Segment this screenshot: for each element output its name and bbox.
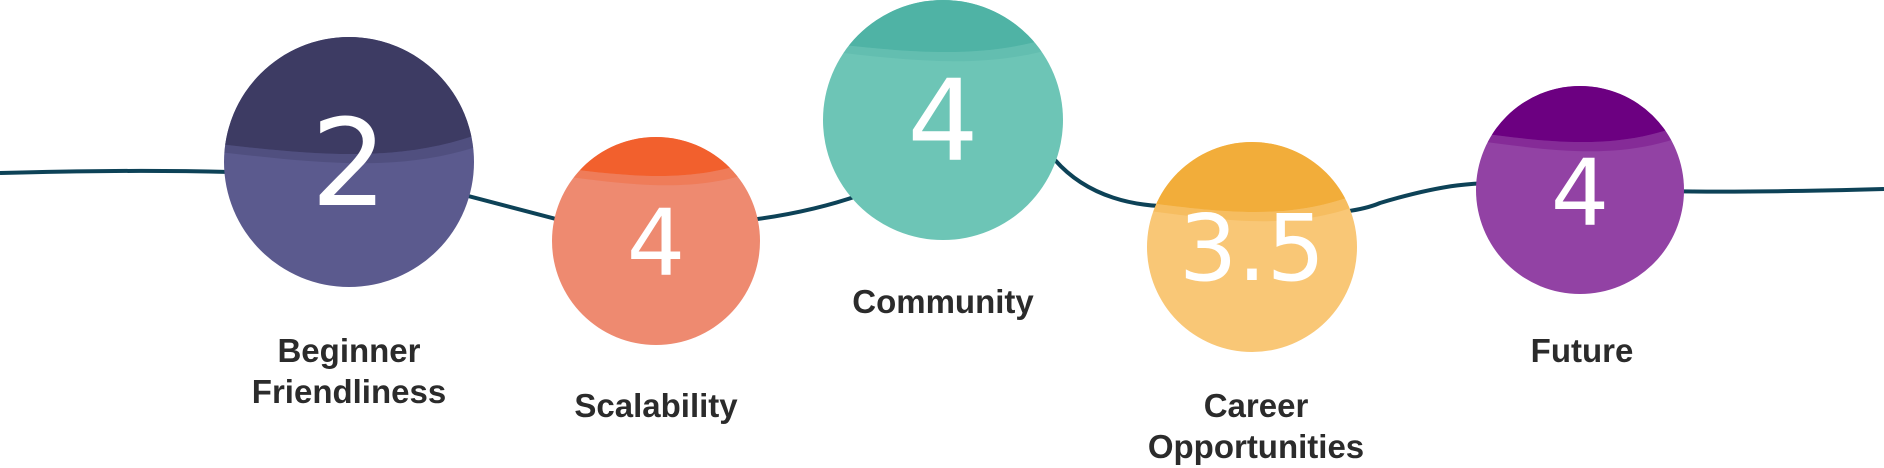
metric-circle-wave — [823, 32, 1063, 62]
metric-label-future: Future — [1531, 330, 1634, 371]
metric-circle-wave — [224, 134, 474, 164]
metric-circle — [823, 0, 1063, 240]
label-line: Scalability — [574, 387, 738, 424]
metric-circle-cap — [1476, 86, 1684, 143]
metric-score: 4 — [907, 57, 978, 187]
metric-label-career-opportunities: Career Opportunities — [1148, 385, 1364, 467]
metric-score: 4 — [1551, 140, 1610, 247]
metric-score: 4 — [627, 190, 686, 297]
metric-circle-wave — [1476, 122, 1684, 152]
metric-circle-wave — [1147, 192, 1357, 222]
metric-node-scalability: 4 — [552, 137, 760, 345]
metric-score: 3.5 — [1179, 195, 1325, 302]
label-line: Beginner — [277, 332, 421, 369]
metric-circle-cap — [224, 37, 474, 155]
label-line: Opportunities — [1147, 428, 1365, 465]
metric-node-future: 4 — [1476, 86, 1684, 294]
metric-circle-cap — [552, 137, 760, 177]
metric-circle — [552, 137, 760, 345]
label-line: Career — [1203, 387, 1309, 424]
metric-label-beginner-friendliness: Beginner Friendliness — [252, 330, 446, 412]
label-line: Future — [1530, 332, 1634, 369]
metric-node-community: 4 — [823, 0, 1063, 240]
metric-label-community: Community — [852, 281, 1034, 322]
metric-label-scalability: Scalability — [574, 385, 737, 426]
metric-node-beginner-friendliness: 2 — [224, 37, 474, 287]
metric-circle-wave — [552, 156, 760, 186]
metric-score: 2 — [311, 95, 387, 234]
metric-node-career-opportunities: 3.5 — [1147, 142, 1357, 352]
label-line: Friendliness — [251, 373, 447, 410]
label-line: Community — [852, 283, 1034, 320]
